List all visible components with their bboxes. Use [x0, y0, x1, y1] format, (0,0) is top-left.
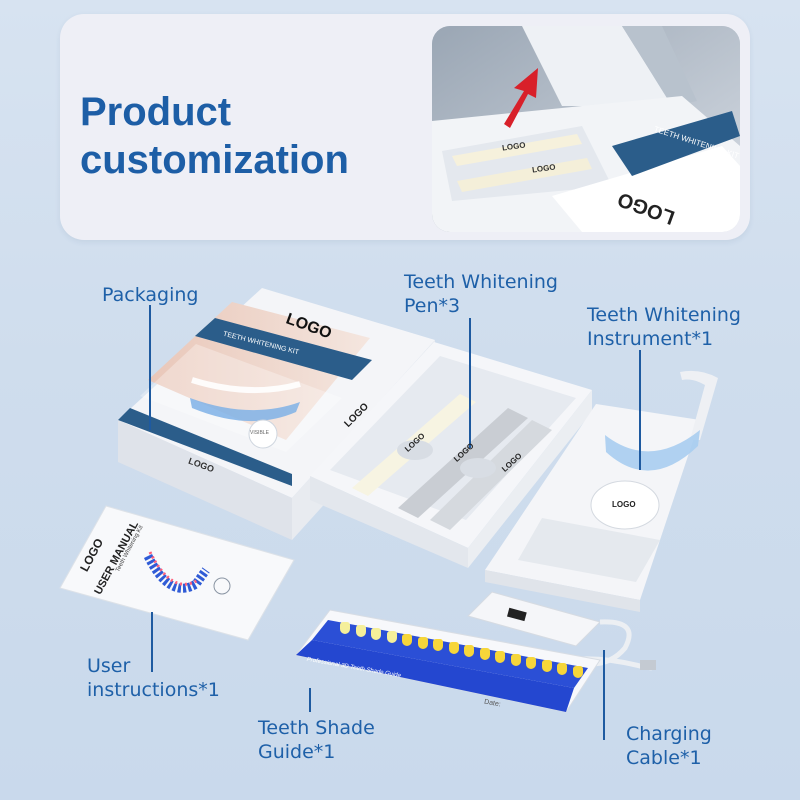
device-logo: LOGO [612, 500, 636, 509]
label-cable-line1: Charging [626, 723, 712, 745]
inset-illustration [432, 26, 740, 232]
shade-chip [371, 627, 381, 640]
label-pen-line2: Pen*3 [404, 295, 461, 317]
label-shade-line2: Guide*1 [258, 741, 336, 763]
shade-chip [433, 639, 443, 652]
shade-chip [572, 665, 583, 678]
visible-badge: VISIBLE [250, 430, 269, 436]
title-line-1: Product [80, 90, 232, 134]
shade-chip [557, 662, 567, 675]
label-pen-line1: Teeth Whitening [404, 271, 558, 293]
label-packaging: Packaging [102, 284, 199, 306]
label-instrument-line2: Instrument*1 [587, 328, 714, 350]
shade-chip [464, 645, 474, 658]
shade-chip [386, 630, 397, 643]
label-shade-line1: Teeth Shade [258, 717, 375, 739]
user-manual [59, 505, 295, 641]
shade-chip [510, 653, 521, 666]
shade-chip [526, 656, 536, 669]
label-cable-line2: Cable*1 [626, 747, 702, 769]
page-title: Product customization [80, 88, 349, 184]
leader-lines [149, 305, 641, 740]
pen-tray [310, 342, 592, 568]
shade-chip [448, 642, 459, 655]
title-line-2: customization [80, 138, 349, 182]
instrument-box [485, 370, 718, 612]
shade-chip [417, 636, 428, 649]
shade-chip [355, 624, 366, 637]
shade-chip [340, 622, 350, 634]
shade-chip [495, 651, 505, 663]
shade-chip [479, 648, 490, 661]
inset-photo: LOGO LOGO TEETH WHITENING KIT LOGO [432, 26, 740, 232]
label-user-line2: instructions*1 [87, 679, 220, 701]
shade-chip [402, 633, 412, 646]
label-user-line1: User [87, 655, 131, 677]
label-instrument-line1: Teeth Whitening [587, 304, 741, 326]
shade-chip [541, 659, 552, 672]
